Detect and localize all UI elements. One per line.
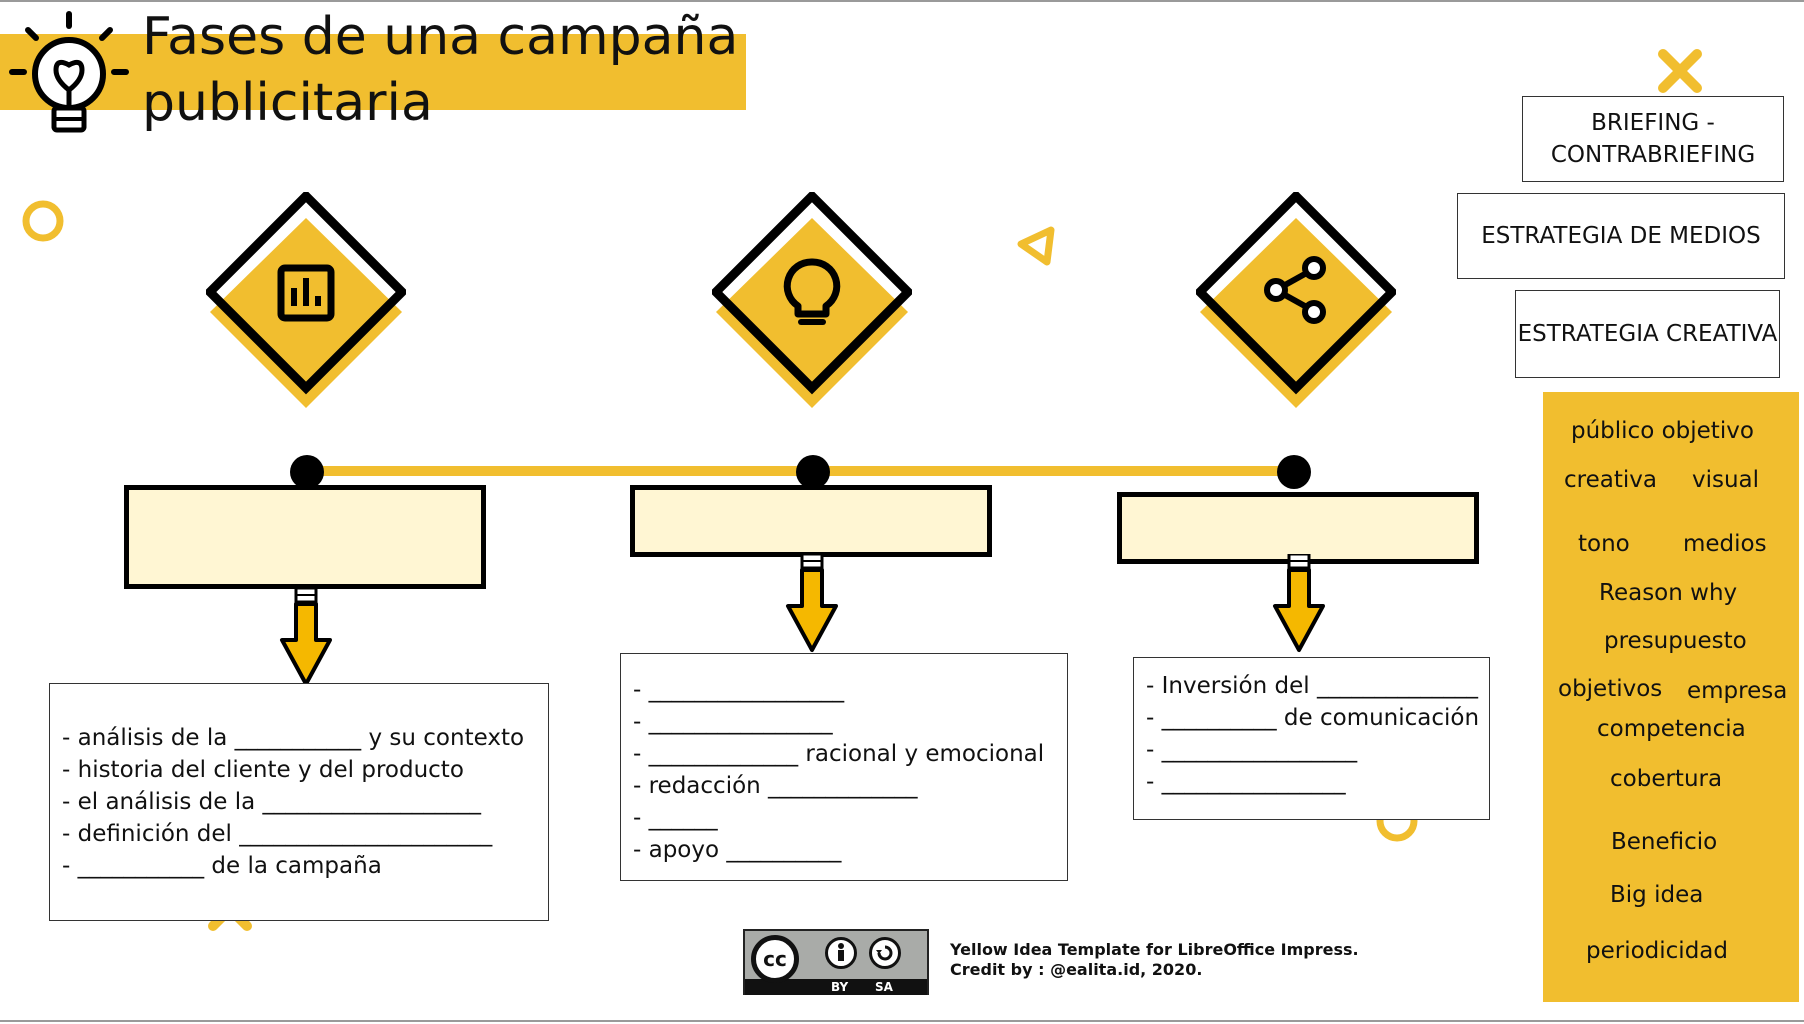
page-title-line2: publicitaria <box>142 73 433 133</box>
arrow-down-icon <box>1272 554 1326 654</box>
license-by-text: BY <box>831 980 849 994</box>
credit-line2: Credit by : @ealita.id, 2020. <box>950 960 1203 979</box>
cc-logo-text: cc <box>763 947 787 971</box>
list-item: - ___________ de la campaña <box>62 853 382 879</box>
list-item: - redacción _____________ <box>633 773 918 799</box>
timeline-dot <box>1277 455 1311 489</box>
triangle-decoration-icon <box>1013 222 1059 268</box>
word-chip[interactable]: creativa <box>1564 467 1657 493</box>
ring-decoration-icon <box>20 198 66 244</box>
bottom-border <box>0 1020 1804 1022</box>
list-item: - apoyo __________ <box>633 837 842 863</box>
list-item: - Inversión del ______________ <box>1146 673 1478 699</box>
attribution-icon <box>825 937 857 969</box>
word-chip[interactable]: competencia <box>1597 716 1746 742</box>
word-chip[interactable]: empresa <box>1687 678 1788 704</box>
lightbulb-icon <box>783 258 841 325</box>
word-chip[interactable]: visual <box>1692 467 1760 493</box>
word-bank-panel <box>1543 392 1799 1002</box>
phase2-diamond <box>712 192 912 412</box>
list-item: - definición del ______________________ <box>62 821 493 847</box>
word-chip[interactable]: Reason why <box>1599 580 1738 606</box>
label-briefing[interactable]: BRIEFING - CONTRABRIEFING <box>1522 96 1784 182</box>
license-sa-text: SA <box>875 980 893 994</box>
credit-text: Yellow Idea Template for LibreOffice Imp… <box>950 940 1359 980</box>
lightbulb-icon <box>4 8 134 138</box>
arrow-down-icon <box>279 588 333 688</box>
share-icon <box>1264 256 1326 324</box>
cross-decoration-icon <box>1655 46 1705 96</box>
word-chip[interactable]: objetivos <box>1558 676 1663 702</box>
phase3-list: - Inversión del ______________ - _______… <box>1133 657 1490 820</box>
cc-license-badge: cc BY SA <box>743 929 929 995</box>
phase1-list: - análisis de la ___________ y su contex… <box>49 683 549 921</box>
list-item: - ________________ <box>633 709 833 735</box>
word-chip[interactable]: tono <box>1578 531 1630 557</box>
timeline-dot <box>290 455 324 489</box>
list-item: - _________________ <box>633 677 845 703</box>
list-item: - _____________ racional y emocional <box>633 741 1045 767</box>
label-estrategia-medios[interactable]: ESTRATEGIA DE MEDIOS <box>1457 193 1785 279</box>
word-chip[interactable]: Big idea <box>1610 882 1704 908</box>
page-title: Fases de una campaña publicitaria <box>142 4 738 136</box>
word-chip[interactable]: Beneficio <box>1611 829 1718 855</box>
credit-line1: Yellow Idea Template for LibreOffice Imp… <box>950 940 1359 959</box>
phase3-diamond <box>1196 192 1396 412</box>
top-border <box>0 0 1804 2</box>
list-item: - ________________ <box>1146 769 1346 795</box>
label-estrategia-creativa[interactable]: ESTRATEGIA CREATIVA <box>1515 290 1780 378</box>
word-chip[interactable]: cobertura <box>1610 766 1723 792</box>
cc-logo-icon: cc <box>751 935 799 983</box>
word-chip[interactable]: medios <box>1683 531 1767 557</box>
list-item: - el análisis de la ___________________ <box>62 789 482 815</box>
share-alike-icon <box>869 937 901 969</box>
page-title-line1: Fases de una campaña <box>142 7 739 67</box>
label-medios-text: ESTRATEGIA DE MEDIOS <box>1481 223 1761 249</box>
list-item: - historia del cliente y del producto <box>62 757 464 783</box>
phase2-list: - _________________ - ________________ -… <box>620 653 1068 881</box>
phase1-box[interactable] <box>124 485 486 589</box>
timeline-dot <box>796 455 830 489</box>
list-item: - __________ de comunicación <box>1146 705 1480 731</box>
word-chip[interactable]: periodicidad <box>1586 938 1728 964</box>
word-chip[interactable]: público objetivo <box>1571 418 1754 444</box>
list-item: - _________________ <box>1146 737 1358 763</box>
phase1-diamond <box>206 192 406 412</box>
arrow-down-icon <box>785 554 839 654</box>
label-briefing-text: BRIEFING - CONTRABRIEFING <box>1550 110 1756 168</box>
list-item: - análisis de la ___________ y su contex… <box>62 725 525 751</box>
label-creativa-text: ESTRATEGIA CREATIVA <box>1517 321 1778 347</box>
list-item: - ______ <box>633 805 718 831</box>
bar-chart-icon <box>277 264 335 322</box>
word-chip[interactable]: presupuesto <box>1604 628 1747 654</box>
phase2-box[interactable] <box>630 485 992 557</box>
